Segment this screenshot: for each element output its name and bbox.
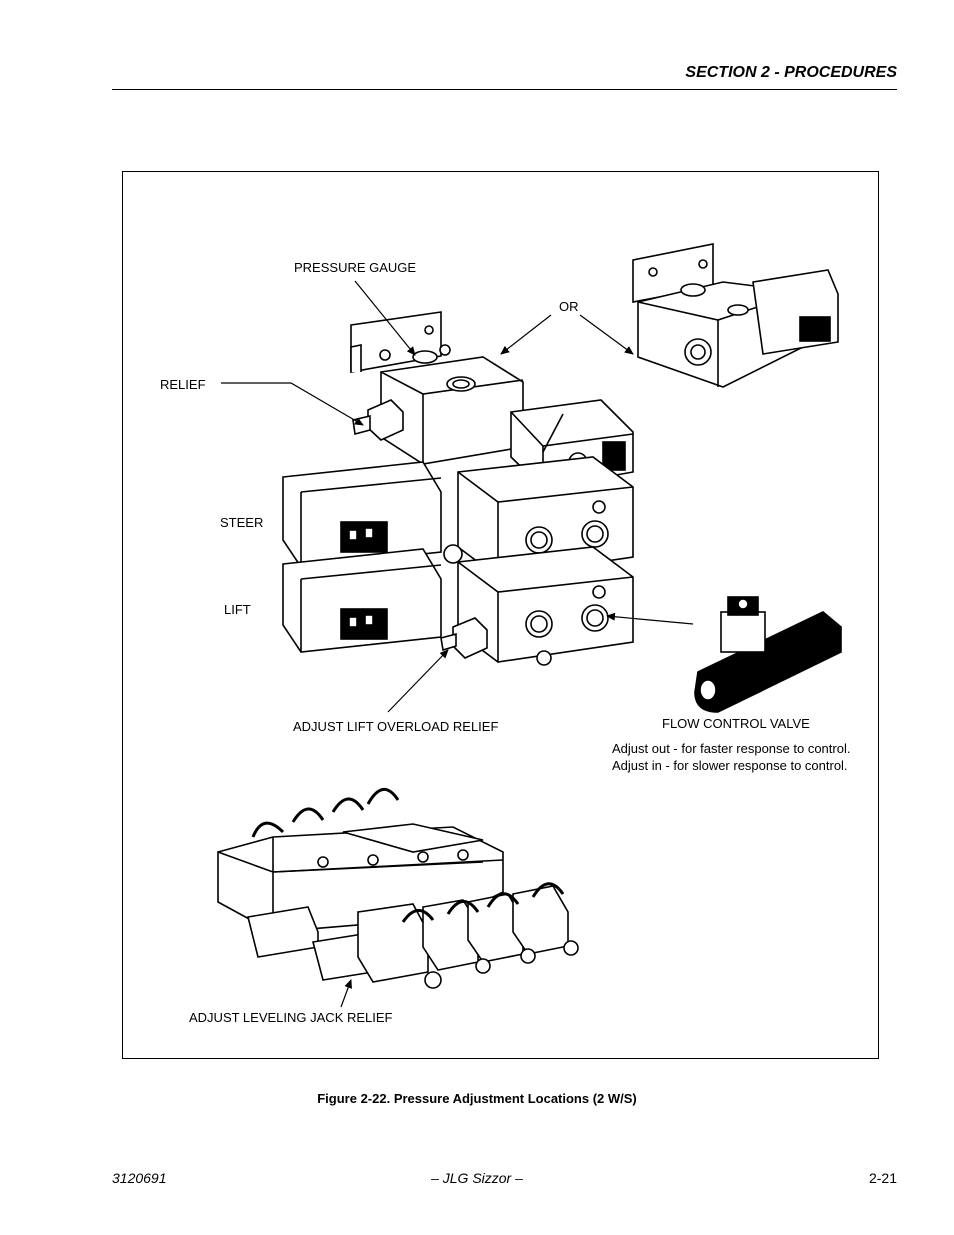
- section-header: SECTION 2 - PROCEDURES: [685, 64, 897, 81]
- flow-control-valve: [694, 596, 842, 713]
- figure-caption: Figure 2-22. Pressure Adjustment Locatio…: [317, 1091, 637, 1106]
- footer-doc-number: 3120691: [112, 1170, 167, 1186]
- footer-page-number: 2-21: [868, 1170, 897, 1186]
- leader-lines: [221, 280, 694, 1008]
- label-pressure-gauge: PRESSURE GAUGE: [294, 260, 417, 275]
- label-relief: RELIEF: [160, 377, 206, 392]
- footer-title: – JLG Sizzor –: [431, 1170, 523, 1186]
- note-adjust-in: Adjust in - for slower response to contr…: [612, 758, 848, 773]
- label-adjust-lift-overload: ADJUST LIFT OVERLOAD RELIEF: [293, 719, 499, 734]
- header-rule: [112, 89, 897, 90]
- figure-frame: PRESSURE GAUGE OR RELIEF STEER LIFT ADJU…: [122, 171, 879, 1059]
- valve-illustration: [217, 243, 842, 1008]
- label-lift: LIFT: [224, 602, 251, 617]
- leveling-jack-manifold: [217, 788, 579, 989]
- label-or: OR: [559, 299, 579, 314]
- alternate-relief-valve: [632, 243, 839, 388]
- note-adjust-out: Adjust out - for faster response to cont…: [612, 741, 851, 756]
- main-valve-stack: [282, 311, 634, 666]
- label-steer: STEER: [220, 515, 264, 530]
- label-flow-control-valve: FLOW CONTROL VALVE: [662, 716, 810, 731]
- label-adjust-leveling-jack: ADJUST LEVELING JACK RELIEF: [189, 1010, 393, 1025]
